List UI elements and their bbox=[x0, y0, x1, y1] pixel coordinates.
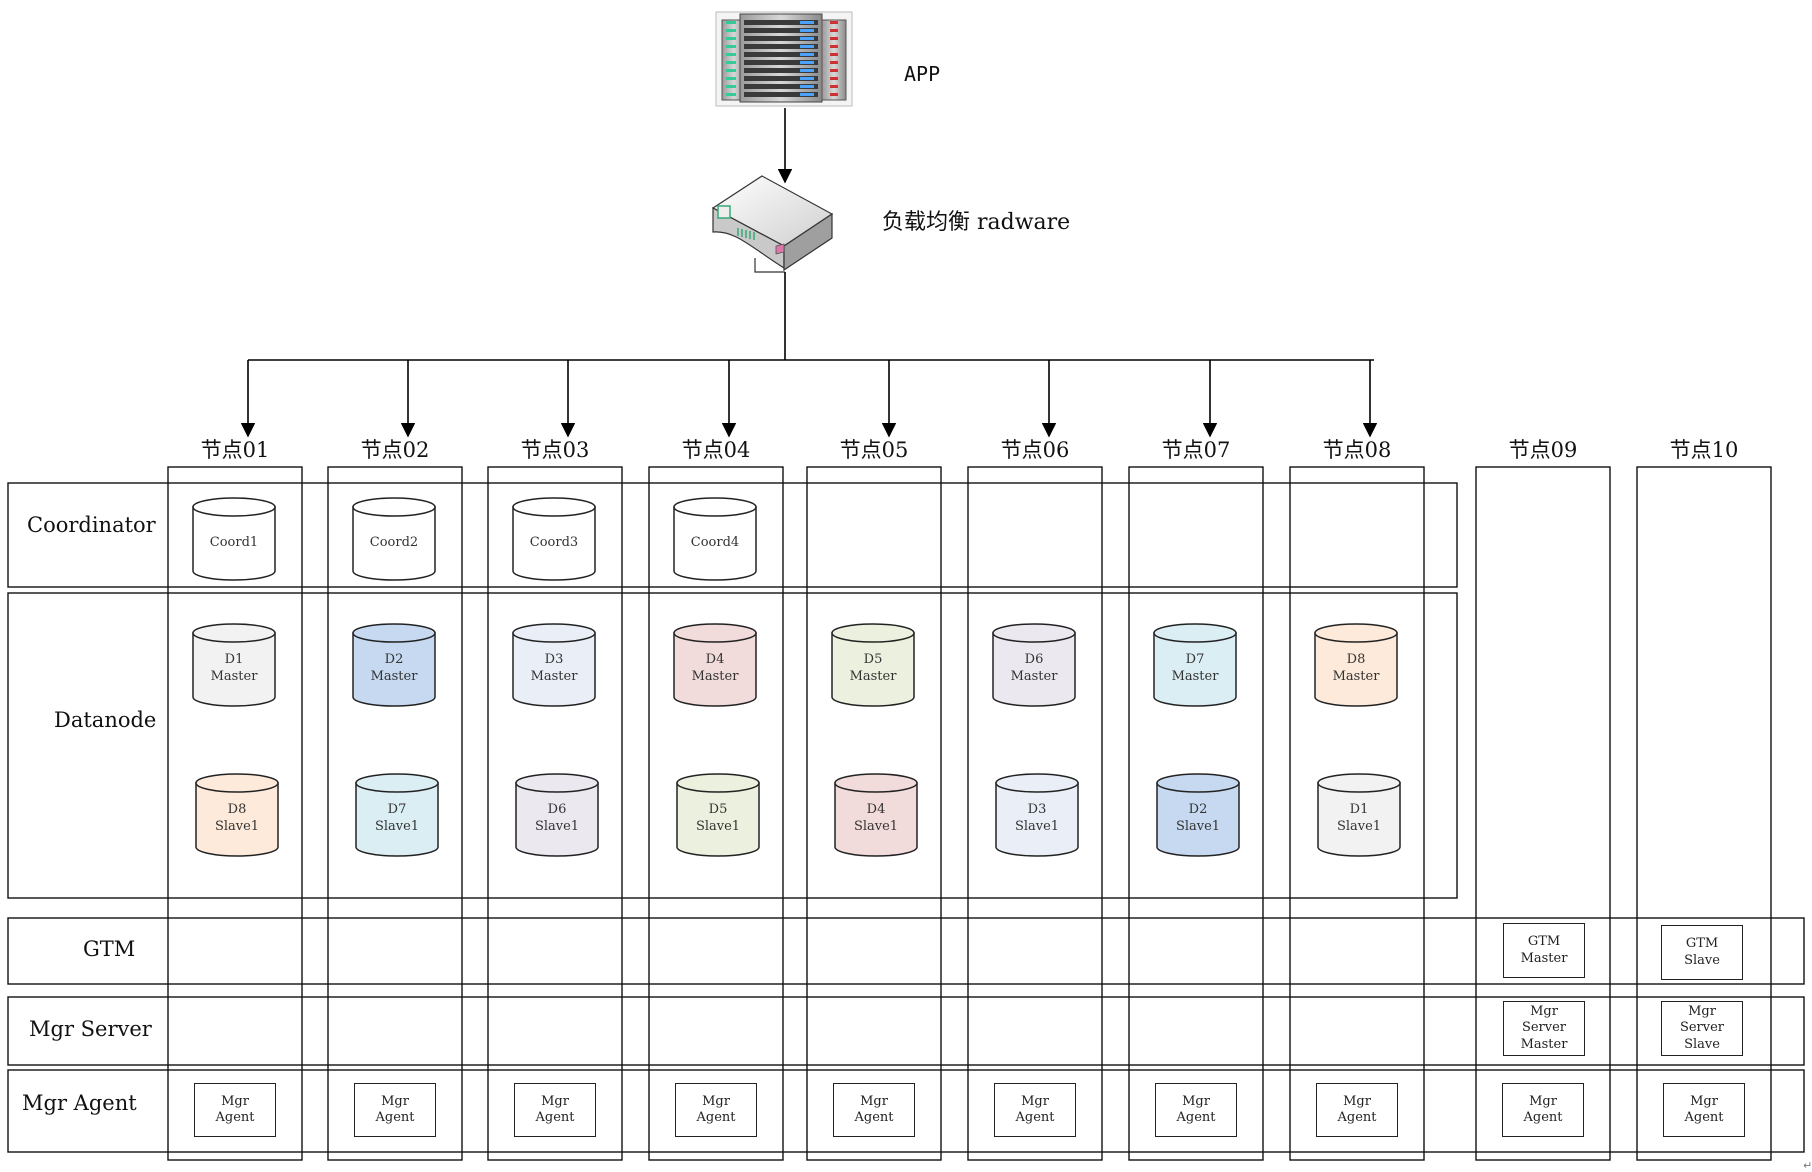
row-label-mgr-agent: Mgr Agent bbox=[22, 1091, 137, 1115]
row-label-coordinator: Coordinator bbox=[27, 513, 156, 537]
node-label: 节点10 bbox=[1669, 438, 1739, 462]
database-cylinder-icon bbox=[352, 497, 436, 581]
database-cylinder-icon bbox=[512, 623, 596, 707]
node-label: 节点05 bbox=[839, 438, 909, 462]
node-column bbox=[967, 466, 1103, 1161]
server-icon bbox=[715, 11, 853, 107]
coordinator-row bbox=[7, 482, 1458, 588]
node-label: 节点04 bbox=[681, 438, 751, 462]
database-cylinder-icon bbox=[512, 497, 596, 581]
row-label-datanode: Datanode bbox=[54, 708, 157, 732]
datanode-row bbox=[7, 592, 1458, 899]
svg-text:↵: ↵ bbox=[1803, 1159, 1812, 1172]
node-column bbox=[1475, 466, 1611, 1161]
database-cylinder-icon bbox=[192, 623, 276, 707]
mgr-server-row bbox=[7, 996, 1805, 1066]
node-label: 节点01 bbox=[200, 438, 270, 462]
database-cylinder-icon bbox=[515, 773, 599, 857]
cylinder-label: Coord3 bbox=[529, 534, 579, 550]
database-cylinder-icon bbox=[1314, 623, 1398, 707]
database-cylinder-icon bbox=[352, 623, 436, 707]
database-cylinder-icon bbox=[1153, 623, 1237, 707]
cylinder-label: Coord1 bbox=[209, 534, 259, 550]
database-cylinder-icon bbox=[676, 773, 760, 857]
node-column bbox=[1636, 466, 1772, 1161]
database-cylinder-icon bbox=[673, 497, 757, 581]
node-column bbox=[1289, 466, 1425, 1161]
database-cylinder-icon bbox=[1156, 773, 1240, 857]
node-arrows bbox=[240, 360, 1378, 438]
database-cylinder-icon bbox=[992, 623, 1076, 707]
database-cylinder-icon bbox=[831, 623, 915, 707]
database-cylinder-icon bbox=[1317, 773, 1401, 857]
node-column bbox=[1128, 466, 1264, 1161]
database-cylinder-icon bbox=[673, 623, 757, 707]
database-cylinder-icon bbox=[192, 497, 276, 581]
node-column bbox=[806, 466, 942, 1161]
node-label: 节点09 bbox=[1508, 438, 1578, 462]
database-cylinder-icon bbox=[195, 773, 279, 857]
node-column bbox=[327, 466, 463, 1161]
cylinder-label: Coord4 bbox=[690, 534, 740, 550]
node-column bbox=[167, 466, 303, 1161]
database-cylinder-icon bbox=[995, 773, 1079, 857]
app-label: APP bbox=[904, 62, 941, 86]
cylinder-label: Coord2 bbox=[369, 534, 419, 550]
row-label-gtm: GTM bbox=[83, 937, 136, 961]
row-label-mgr-server: Mgr Server bbox=[29, 1017, 152, 1041]
node-column bbox=[487, 466, 623, 1161]
distribution-connectors bbox=[248, 272, 1374, 361]
load-balancer-icon bbox=[711, 175, 834, 273]
node-label: 节点03 bbox=[520, 438, 590, 462]
node-label: 节点06 bbox=[1000, 438, 1070, 462]
database-cylinder-icon bbox=[834, 773, 918, 857]
node-label: 节点07 bbox=[1161, 438, 1231, 462]
row-bands bbox=[7, 482, 1805, 1153]
load-balancer-label: 负载均衡 radware bbox=[882, 210, 1071, 235]
gtm-row bbox=[7, 917, 1805, 985]
mgr-agent-row bbox=[7, 1069, 1805, 1153]
node-columns bbox=[167, 466, 1772, 1161]
database-cylinder-icon bbox=[355, 773, 439, 857]
node-label: 节点08 bbox=[1322, 438, 1392, 462]
cylinders bbox=[192, 497, 1401, 857]
node-label: 节点02 bbox=[360, 438, 430, 462]
node-column bbox=[648, 466, 784, 1161]
